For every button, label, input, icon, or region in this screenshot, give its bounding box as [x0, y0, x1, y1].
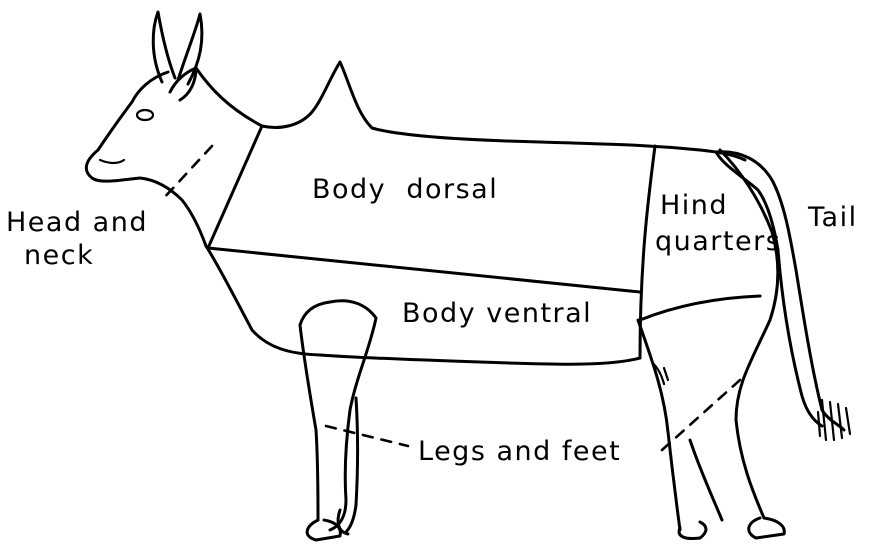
- label-legs-and-feet: Legs and feet: [418, 436, 621, 467]
- front-hoof-1: [307, 520, 340, 540]
- eye: [137, 110, 153, 120]
- back-outline: [196, 62, 745, 160]
- tail-inner: [716, 152, 822, 426]
- label-neck: neck: [24, 240, 94, 271]
- mouth: [100, 160, 124, 163]
- neck-body-divider: [208, 126, 262, 248]
- body-hind-divider: [640, 146, 655, 358]
- hind-hoof-2: [679, 522, 706, 539]
- label-quarters: quarters: [655, 226, 781, 257]
- legs-leader-left: [326, 426, 408, 446]
- hind-leg-rear: [638, 320, 680, 530]
- label-body-dorsal: Body dorsal: [312, 174, 498, 205]
- hind-leg-inner: [690, 440, 722, 520]
- front-leg-outline: [300, 301, 376, 530]
- label-hind: Hind: [660, 190, 728, 221]
- tail-switch: [818, 400, 850, 440]
- dorsal-ventral-divider: [208, 248, 640, 292]
- hind-hoof-1: [749, 518, 785, 538]
- label-head-and-neck: Head and: [6, 207, 148, 238]
- label-tail: Tail: [807, 202, 858, 233]
- legs-leader-right: [662, 380, 740, 450]
- left-horn: [153, 12, 175, 82]
- label-body-ventral: Body ventral: [402, 298, 592, 329]
- head-neck-dashed-divider: [162, 146, 212, 200]
- rump-outline: [720, 150, 778, 518]
- hind-lower-divider: [640, 296, 760, 320]
- tail-outline: [716, 152, 844, 430]
